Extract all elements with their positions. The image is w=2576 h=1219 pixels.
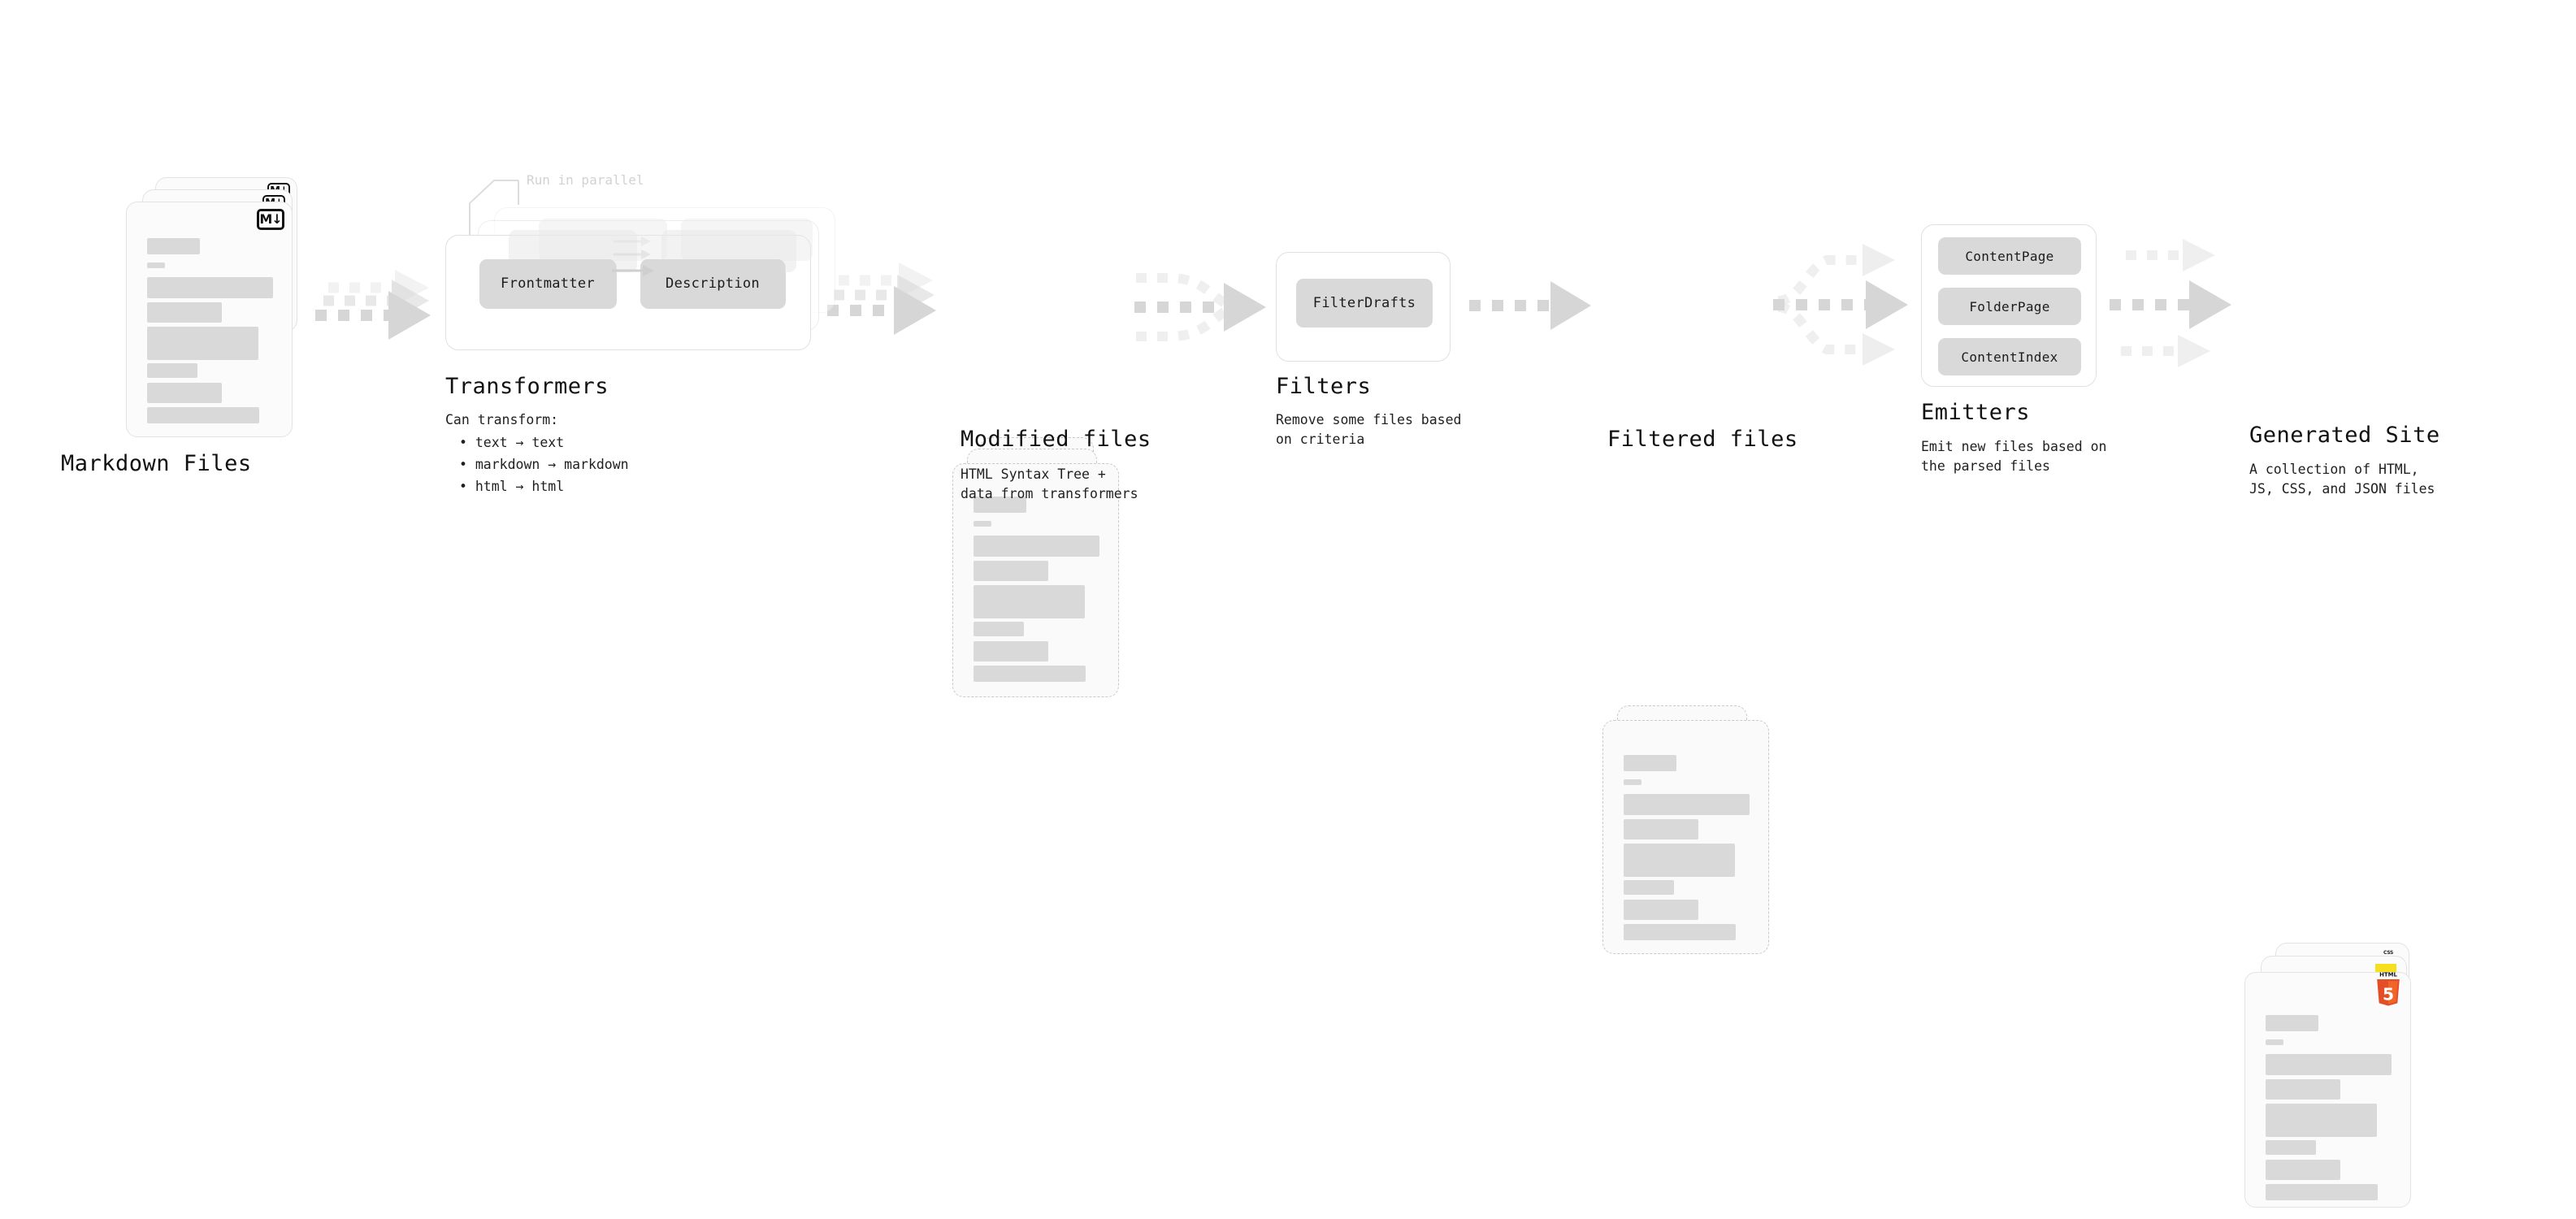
transformer-chip-description-front[interactable]: Description	[640, 259, 785, 308]
arrow-emitters-to-generated	[2110, 239, 2231, 367]
transformers-group: Frontmatter Description Frontmatter Desc…	[445, 207, 852, 370]
content-bar	[1624, 794, 1750, 815]
content-bar	[1624, 924, 1736, 940]
content-bar	[2266, 1079, 2340, 1100]
emitters-description: Emit new files based on the parsed files	[1921, 439, 2107, 474]
transformer-inner-arrows	[612, 236, 654, 276]
content-bar	[974, 536, 1099, 557]
transformers-bullet-0: • text → text	[459, 435, 565, 450]
svg-text:5: 5	[2383, 985, 2394, 1004]
content-bar	[2266, 1184, 2378, 1200]
filter-chip-filterdrafts[interactable]: FilterDrafts	[1296, 279, 1433, 328]
generated-site-title: Generated Site	[2249, 423, 2440, 448]
content-bar	[1624, 819, 1698, 839]
content-bar	[2266, 1104, 2377, 1137]
markdown-file-sheet-front: M↓	[126, 202, 293, 437]
filtered-file-sheet-front	[1602, 720, 1769, 954]
content-bar	[974, 641, 1048, 662]
modified-files-stack	[952, 437, 1139, 697]
filters-title: Filters	[1276, 374, 1372, 399]
filtered-files-title: Filtered files	[1607, 427, 1798, 452]
content-bar	[1624, 880, 1674, 895]
html5-icon: HTML 5	[2377, 971, 2400, 1006]
content-bar	[974, 622, 1024, 636]
arrow-filters-to-filtered	[1469, 281, 1591, 330]
modified-files-description: HTML Syntax Tree + data from transformer…	[961, 466, 1138, 501]
content-bar	[2266, 1160, 2340, 1180]
modified-file-content	[953, 464, 1118, 696]
generated-site-description: A collection of HTML, JS, CSS, and JSON …	[2249, 462, 2435, 497]
markdown-file-content	[127, 202, 292, 436]
arrow-markdown-to-transformers	[315, 270, 431, 340]
arrow-filtered-to-emitters	[1773, 244, 1908, 366]
content-bar	[147, 238, 200, 254]
arrow-modified-to-filters	[1134, 273, 1266, 341]
content-bar	[147, 327, 258, 360]
content-bar	[147, 277, 273, 298]
transformers-bullet-1: • markdown → markdown	[459, 457, 629, 472]
filters-frame: FilterDrafts	[1276, 252, 1451, 362]
content-bar	[147, 302, 222, 323]
emitter-chip-contentindex[interactable]: ContentIndex	[1938, 338, 2081, 375]
emitters-title: Emitters	[1921, 400, 2031, 425]
generated-site-stack: CSS HTML	[2244, 943, 2439, 1219]
filters-group: FilterDrafts	[1276, 252, 1451, 362]
content-bar	[974, 585, 1085, 618]
markdown-badge-front: M↓	[257, 209, 284, 230]
transformer-chip-frontmatter-front[interactable]: Frontmatter	[479, 259, 616, 308]
content-bar	[1624, 779, 1641, 785]
emitter-chip-folderpage[interactable]: FolderPage	[1938, 288, 2081, 325]
transformers-bullet-2: • html → html	[459, 479, 565, 494]
transformers-description-heading: Can transform:	[445, 412, 559, 427]
generated-file-content	[2245, 973, 2410, 1207]
content-bar	[147, 262, 165, 268]
content-bar	[1624, 900, 1698, 920]
content-bar	[974, 666, 1086, 682]
content-bar	[2266, 1054, 2392, 1075]
generated-file-sheet-html: HTML 5	[2244, 971, 2411, 1208]
content-bar	[974, 561, 1048, 581]
content-bar	[2266, 1015, 2318, 1031]
content-bar	[1624, 755, 1676, 771]
transformers-title: Transformers	[445, 374, 609, 399]
filtered-files-stack	[1602, 705, 1789, 965]
content-bar	[974, 521, 991, 527]
content-bar	[974, 497, 1026, 513]
content-bar	[2266, 1039, 2283, 1045]
pipeline-diagram: M↓ M↓ M↓ Markdown Files Front	[61, 172, 2440, 1208]
content-bar	[147, 383, 222, 403]
emitters-frame: ContentPage FolderPage ContentIndex	[1921, 224, 2097, 387]
filters-description: Remove some files based on criteria	[1276, 412, 1462, 447]
svg-text:HTML: HTML	[2379, 971, 2397, 978]
filtered-file-content	[1603, 721, 1768, 953]
emitter-chip-contentpage[interactable]: ContentPage	[1938, 237, 2081, 275]
markdown-files-stack: M↓ M↓ M↓	[126, 177, 313, 437]
content-bar	[147, 407, 259, 423]
run-in-parallel-label: Run in parallel	[527, 172, 644, 188]
content-bar	[147, 363, 197, 378]
emitters-group: ContentPage FolderPage ContentIndex	[1921, 224, 2097, 387]
modified-files-title: Modified files	[961, 427, 1151, 452]
content-bar	[2266, 1140, 2316, 1155]
modified-file-sheet-front	[952, 463, 1119, 697]
markdown-files-title: Markdown Files	[61, 451, 252, 476]
content-bar	[1624, 844, 1735, 877]
